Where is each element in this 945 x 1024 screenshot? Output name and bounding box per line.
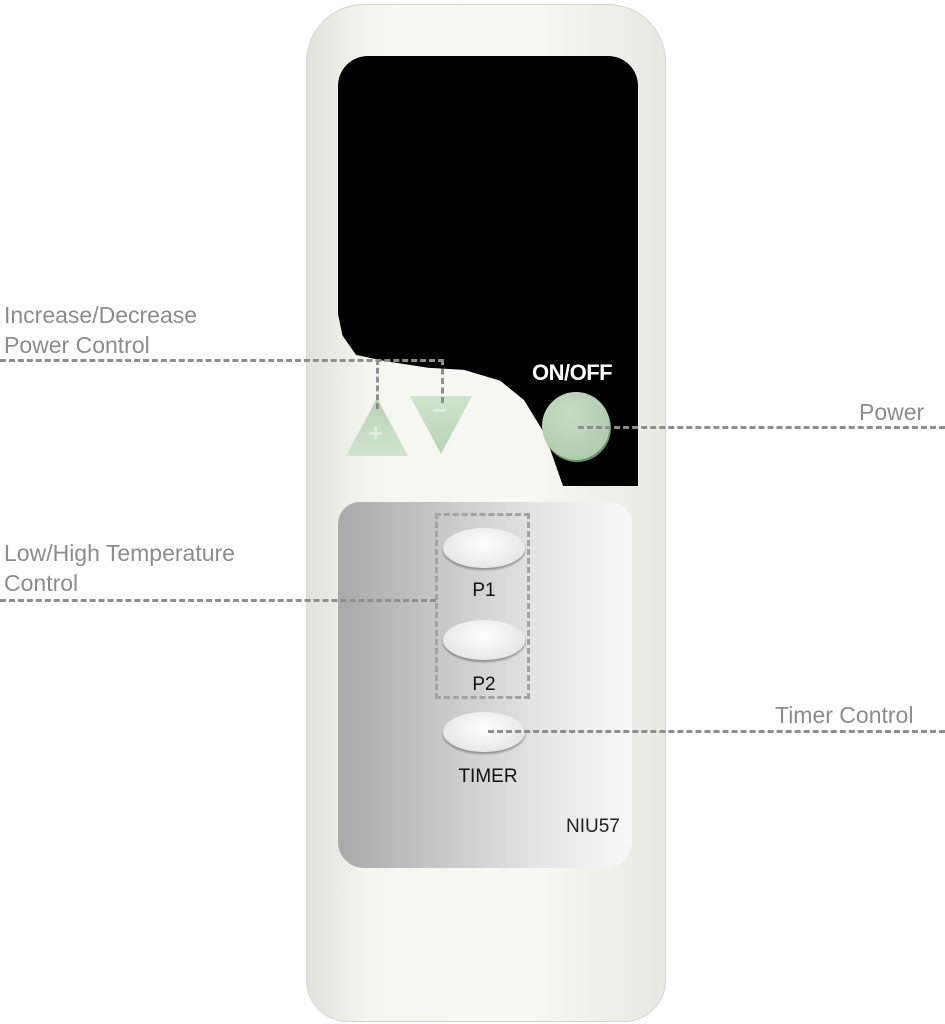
power-button-label: ON/OFF: [532, 360, 613, 385]
p2-button[interactable]: [443, 620, 525, 660]
callout-power-control: Increase/Decrease Power Control: [4, 300, 197, 360]
callout-power-control-line2: Power Control: [4, 332, 150, 358]
minus-icon: −: [432, 395, 448, 425]
callout-power: Power: [859, 399, 925, 425]
callout-temperature-line2: Control: [4, 570, 79, 596]
callout-timer: Timer Control: [775, 702, 914, 728]
callout-power-control-line1: Increase/Decrease: [4, 302, 198, 328]
callout-temperature-line1: Low/High Temperature: [4, 540, 235, 566]
model-number: NIU57: [566, 816, 620, 837]
p2-label: P2: [472, 674, 496, 695]
callout-plus-pointer: [376, 359, 379, 409]
callout-power-control-line: [0, 359, 444, 362]
p1-button[interactable]: [443, 528, 525, 568]
plus-icon: +: [368, 418, 384, 448]
callout-temperature-line: [0, 599, 436, 602]
p1-label: P1: [472, 580, 496, 601]
callout-minus-pointer: [441, 359, 444, 403]
timer-label: TIMER: [458, 766, 518, 787]
callout-timer-line: [488, 730, 945, 733]
callout-temperature: Low/High Temperature Control: [4, 538, 235, 598]
callout-power-line: [578, 426, 945, 429]
temperature-buttons-highlight: [435, 513, 530, 699]
